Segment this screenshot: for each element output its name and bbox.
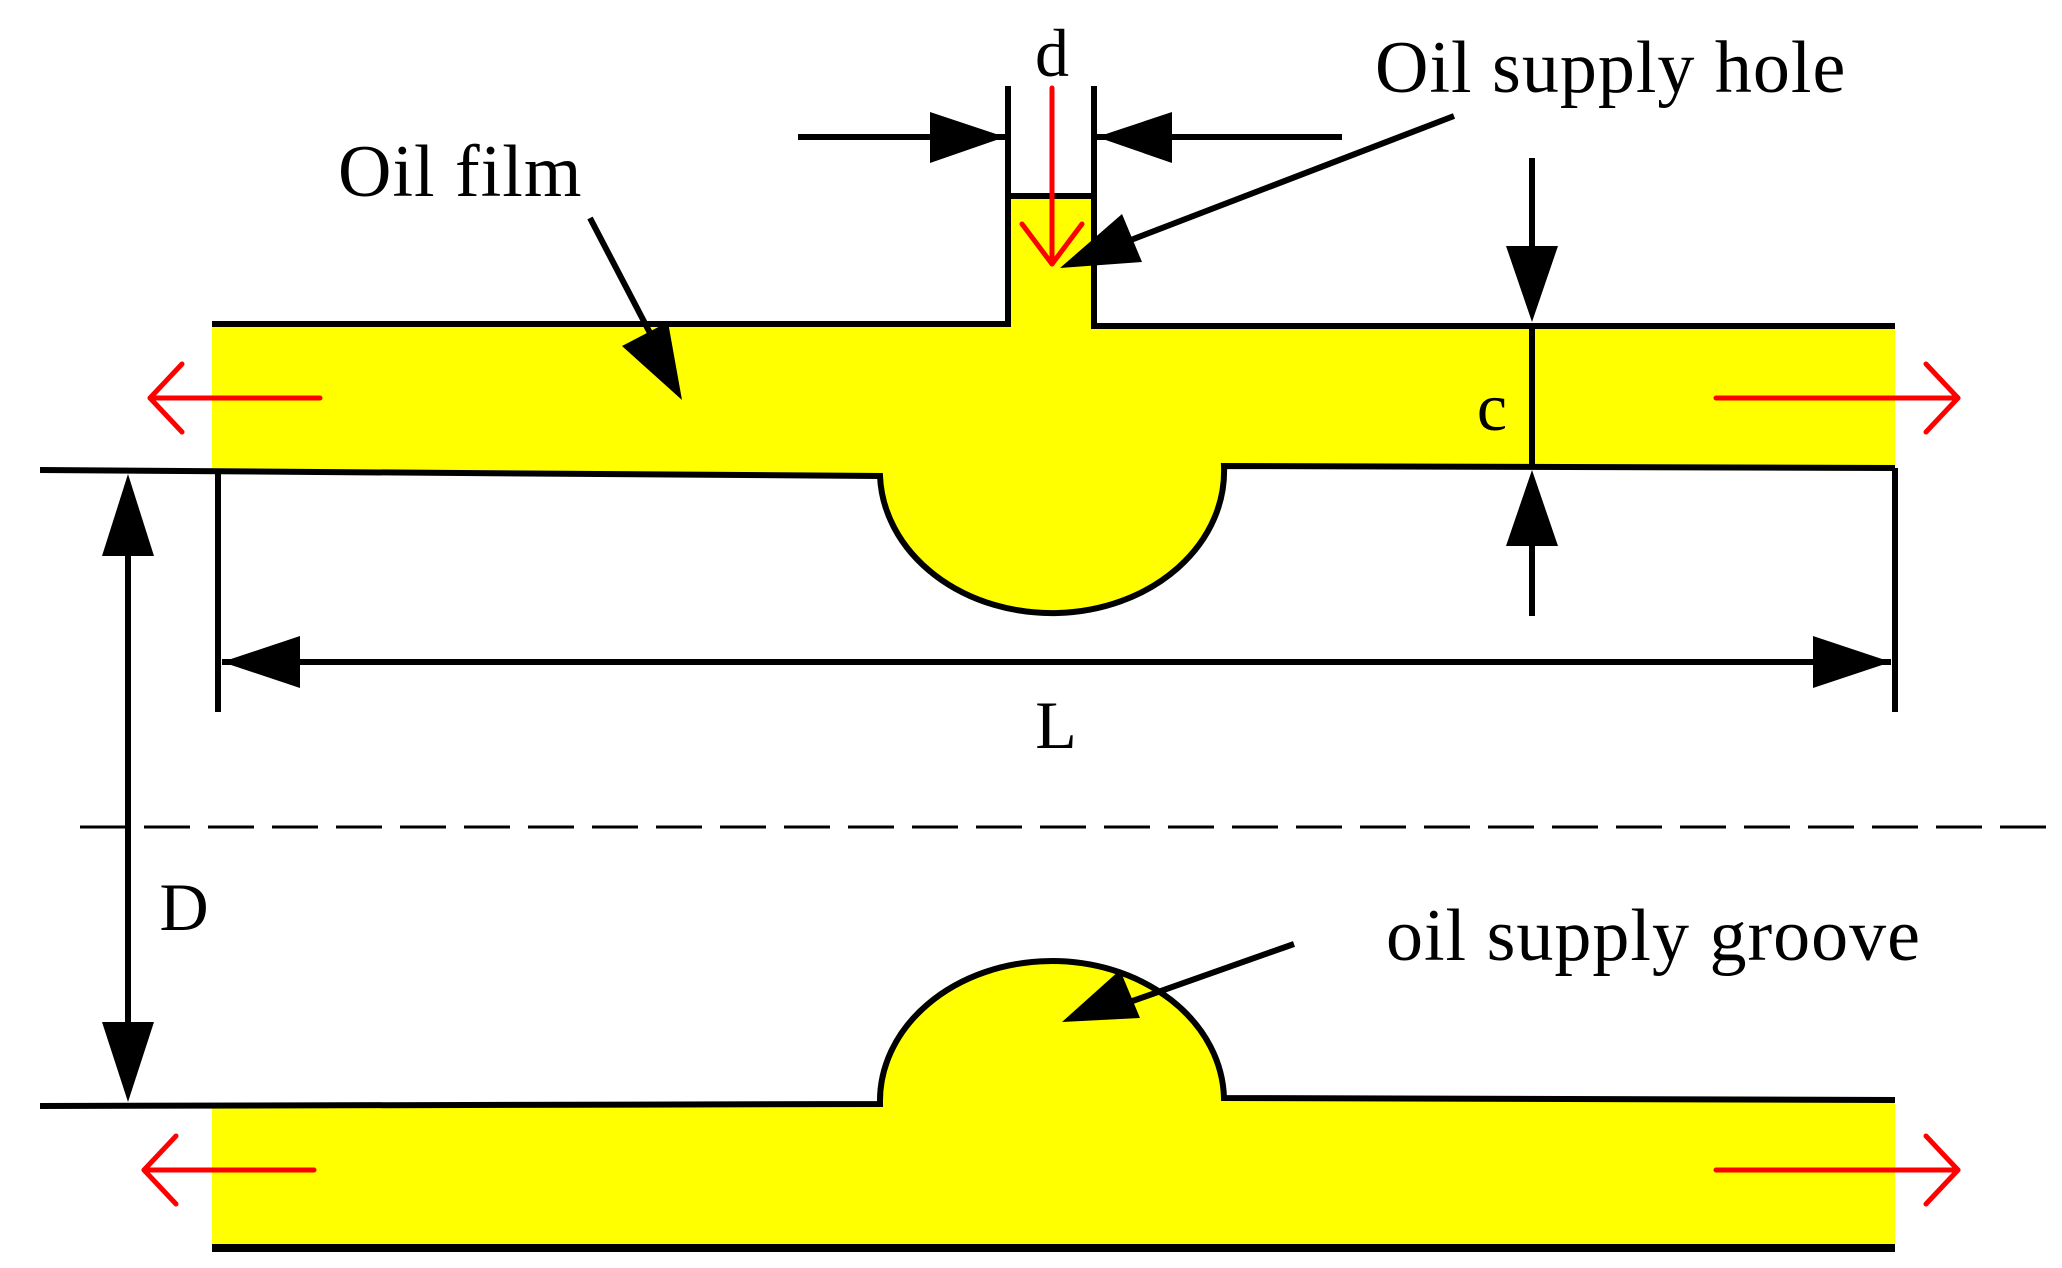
dim-c-label: c: [1477, 369, 1507, 445]
upper-oil-film: [212, 196, 1895, 613]
lower-oil-film: [212, 961, 1895, 1246]
dim-d-arrow-left: [930, 112, 1005, 163]
dim-d-label: d: [1035, 15, 1069, 91]
groove-leader-line: [1123, 941, 1295, 1007]
oil-supply-hole-label: Oil supply hole: [1375, 27, 1846, 109]
outflow-arrow-lower-left: [141, 1133, 317, 1207]
dim-L-arrow-left: [222, 636, 300, 688]
hole-leader-line: [1108, 113, 1456, 251]
oil-film-label: Oil film: [338, 131, 582, 213]
groove-leader-arrow: [1062, 970, 1140, 1022]
outflow-arrow-upper-right: [1713, 361, 1961, 435]
dim-c-arrow-bottom: [1506, 470, 1558, 546]
dim-c-arrow-top: [1506, 246, 1558, 322]
hole-leader-arrow: [1060, 214, 1142, 268]
oil-film-leader-arrow: [622, 322, 682, 400]
lower-film-top-edge: [39, 958, 1896, 1109]
dim-L-arrow-right: [1813, 636, 1891, 688]
inflow-arrow-head: [1019, 221, 1085, 267]
oil-supply-groove-label: oil supply groove: [1386, 895, 1921, 977]
dim-D-label: D: [159, 869, 208, 945]
dim-D-arrow-bottom: [102, 1022, 154, 1102]
dim-D-arrow-top: [102, 474, 154, 556]
outflow-arrow-lower-right: [1713, 1133, 1961, 1207]
dim-L-label: L: [1035, 687, 1077, 763]
outflow-arrow-upper-left: [147, 361, 323, 435]
dim-d-arrow-right: [1097, 112, 1172, 163]
upper-film-bottom-edge: [39, 462, 1896, 617]
